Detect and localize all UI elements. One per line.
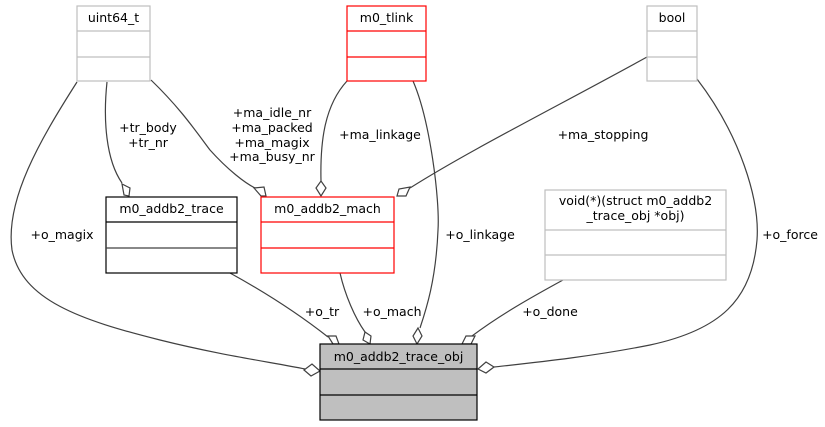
aggregation-diamond-icon xyxy=(461,335,476,345)
node-m0-addb2-trace[interactable]: m0_addb2_trace xyxy=(105,196,238,274)
node-m0-tlink[interactable]: m0_tlink xyxy=(346,5,427,82)
edge-o-magix xyxy=(10,81,322,377)
edge-ma-linkage xyxy=(315,80,348,198)
edge-label-ma-linkage: +ma_linkage xyxy=(339,127,421,142)
aggregation-diamond-icon xyxy=(326,335,340,345)
edge-ma-fields xyxy=(150,79,267,197)
edge-label-ma-idle-nr: +ma_idle_nr xyxy=(233,105,312,120)
edge-label-o-tr: +o_tr xyxy=(305,304,340,319)
node-m0-addb2-mach[interactable]: m0_addb2_mach xyxy=(260,196,395,274)
node-uint64-t[interactable]: uint64_t xyxy=(76,5,151,82)
aggregation-diamond-icon xyxy=(303,363,322,377)
edge-o-force xyxy=(476,78,758,374)
node-title: m0_tlink xyxy=(360,10,414,25)
edge-label-tr-nr: +tr_nr xyxy=(128,135,169,150)
edge-label-o-done: +o_done xyxy=(522,304,578,319)
node-bool[interactable]: bool xyxy=(646,5,698,82)
node-title: m0_addb2_trace xyxy=(119,201,224,216)
aggregation-diamond-icon xyxy=(315,179,327,198)
edge-o-mach xyxy=(339,272,372,345)
node-title: uint64_t xyxy=(88,10,139,25)
node-title: m0_addb2_trace_obj xyxy=(334,349,464,364)
node-title: bool xyxy=(659,10,686,25)
edge-label-o-force: +o_force xyxy=(762,227,818,242)
edge-tr-body xyxy=(104,81,131,197)
edge-ma-stopping xyxy=(396,56,648,197)
edge-label-ma-packed: +ma_packed xyxy=(231,120,312,135)
edge-label-o-mach: +o_mach xyxy=(362,304,421,319)
aggregation-diamond-icon xyxy=(252,186,267,197)
node-title-line-1: void(*)(struct m0_addb2 xyxy=(559,193,712,208)
node-title: m0_addb2_mach xyxy=(274,201,381,216)
aggregation-diamond-icon xyxy=(121,182,131,197)
edge-o-linkage xyxy=(412,80,439,346)
node-done-callback[interactable]: void(*)(struct m0_addb2 _trace_obj *obj) xyxy=(544,189,727,281)
aggregation-diamond-icon xyxy=(476,361,496,374)
edge-o-done xyxy=(461,279,564,345)
aggregation-diamond-icon xyxy=(412,326,423,346)
edge-label-ma-busy-nr: +ma_busy_nr xyxy=(229,149,315,164)
edge-label-ma-magix: +ma_magix xyxy=(234,135,309,150)
node-m0-addb2-trace-obj[interactable]: m0_addb2_trace_obj xyxy=(319,343,478,421)
node-title-line-2: _trace_obj *obj) xyxy=(586,208,685,223)
aggregation-diamond-icon xyxy=(362,331,372,345)
edge-label-o-linkage: +o_linkage xyxy=(445,227,515,242)
aggregation-diamond-icon xyxy=(396,186,412,197)
edge-label-ma-stopping: +ma_stopping xyxy=(558,127,649,142)
edge-label-o-magix: +o_magix xyxy=(30,227,93,242)
edge-label-tr-body: +tr_body xyxy=(119,120,177,135)
